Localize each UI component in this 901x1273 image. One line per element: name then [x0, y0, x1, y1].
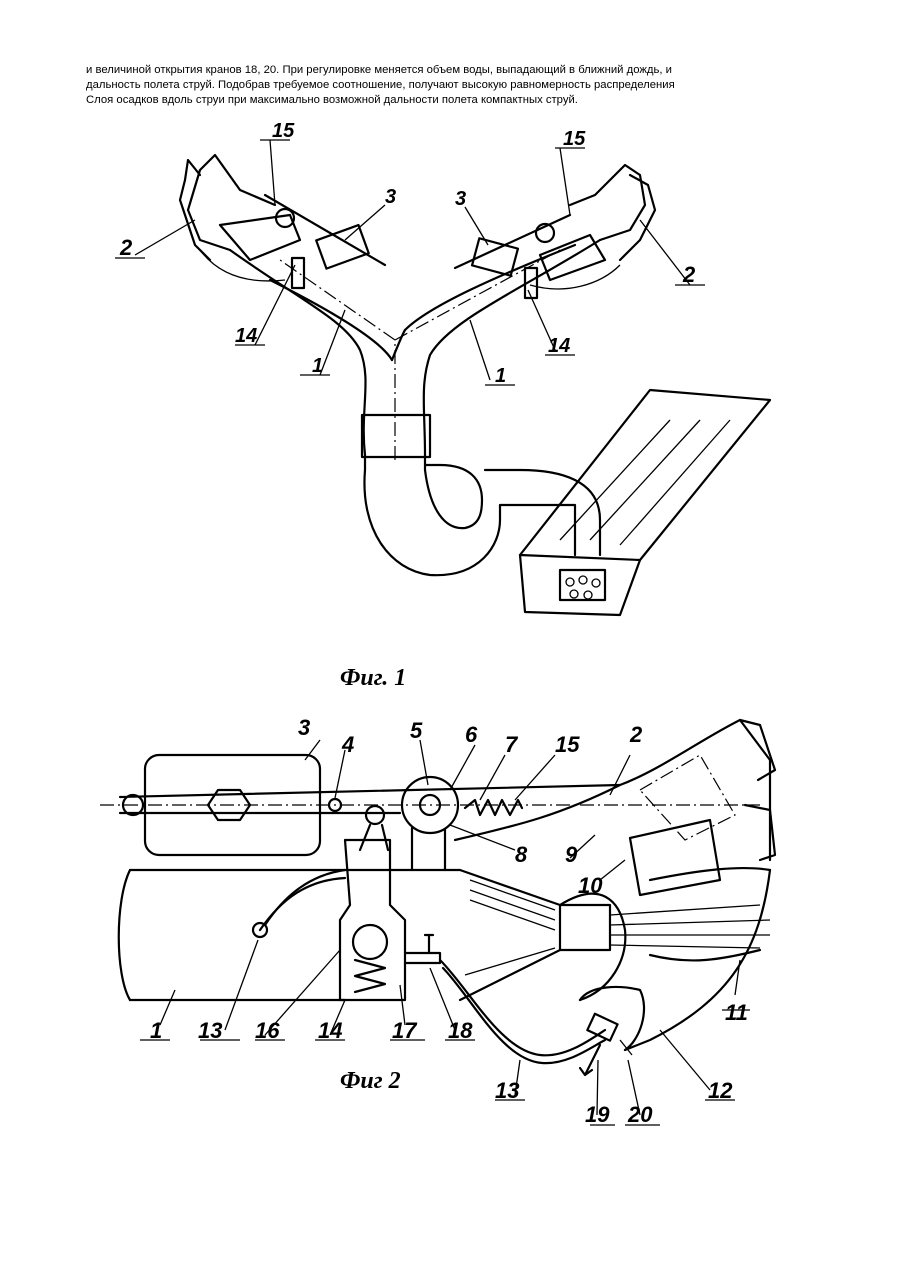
- fig2-label-3: 3: [298, 715, 310, 740]
- fig2-label-13-left: 13: [198, 1018, 222, 1043]
- fig2-label-6: 6: [465, 722, 478, 747]
- fig2-label-20: 20: [627, 1102, 653, 1127]
- fig2-label-16: 16: [255, 1018, 280, 1043]
- fig1-label-14-right: 14: [548, 335, 570, 357]
- fig2-label-18: 18: [448, 1018, 473, 1043]
- fig2-label-19: 19: [585, 1102, 610, 1127]
- figure-1-drawing: [115, 140, 770, 615]
- fig2-label-12: 12: [708, 1078, 733, 1103]
- fig2-label-14: 14: [318, 1018, 342, 1043]
- fig1-label-3-left: 3: [385, 186, 396, 208]
- fig1-label-1-right: 1: [495, 365, 506, 387]
- fig1-label-2-right: 2: [682, 262, 696, 287]
- fig1-label-14-left: 14: [235, 325, 257, 347]
- fig2-label-17: 17: [392, 1018, 418, 1043]
- figure-1-caption: Фиг. 1: [340, 665, 406, 691]
- fig2-label-5: 5: [410, 718, 423, 743]
- fig2-label-8: 8: [515, 842, 528, 867]
- figure-2-drawing: [100, 720, 775, 1125]
- fig2-label-13-right: 13: [495, 1078, 519, 1103]
- fig2-label-1: 1: [150, 1018, 162, 1043]
- fig2-label-2: 2: [629, 722, 643, 747]
- fig2-label-10: 10: [578, 873, 603, 898]
- fig1-label-3-right: 3: [455, 188, 466, 210]
- fig1-label-15-right: 15: [563, 128, 586, 150]
- fig1-label-15-left: 15: [272, 120, 295, 142]
- fig2-label-15: 15: [555, 732, 580, 757]
- fig2-label-4: 4: [341, 732, 354, 757]
- figure-2-caption: Фиг 2: [340, 1068, 401, 1094]
- fig2-label-7: 7: [505, 732, 519, 757]
- fig2-label-9: 9: [565, 842, 578, 867]
- fig2-label-11: 11: [725, 1000, 748, 1025]
- fig1-label-1-left: 1: [312, 355, 323, 377]
- fig1-label-2-left: 2: [119, 235, 133, 260]
